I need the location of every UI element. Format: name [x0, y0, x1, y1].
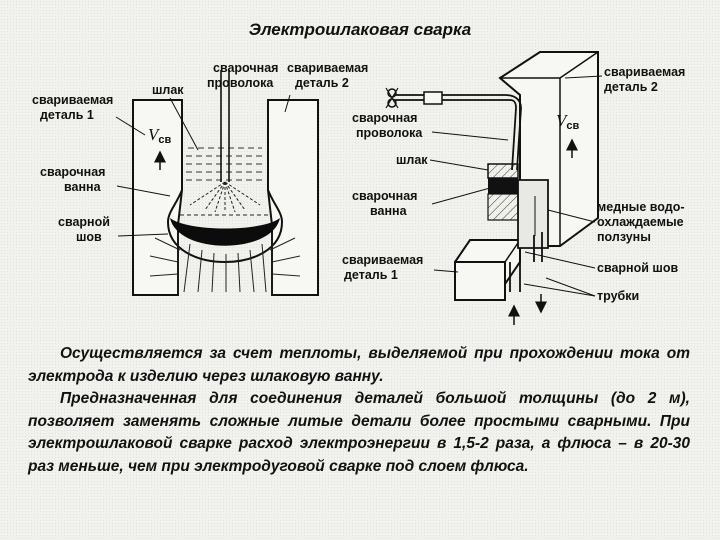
- right-velocity-label: Vсв: [556, 111, 580, 132]
- left-part2-block: [267, 99, 319, 296]
- description-paragraph-2: Предназначенная для соединения деталей б…: [28, 390, 690, 475]
- description-text: Осуществляется за счет теплоты, выделяем…: [28, 343, 690, 479]
- left-seam-lines: [149, 232, 301, 295]
- left-slag-layer: [186, 147, 264, 181]
- description-paragraph-1: Осуществляется за счет теплоты, выделяем…: [28, 345, 690, 385]
- left-label-slag: шлак: [152, 83, 184, 97]
- left-weld-crescent: [170, 218, 280, 246]
- left-pool-sparks: [180, 181, 270, 216]
- right-pool-window: [488, 178, 518, 194]
- right-copper-slider: [517, 179, 549, 249]
- right-wire-holder: [423, 91, 443, 105]
- right-label-slag: шлак: [396, 153, 428, 167]
- right-label-tubes: трубки: [597, 289, 639, 303]
- right-feed-rollers-icon: [385, 87, 399, 109]
- right-tubes: [509, 232, 543, 292]
- right-part1-front: [454, 261, 506, 301]
- page-title: Электрошлаковая сварка: [248, 20, 472, 39]
- right-wire-feed: [395, 99, 517, 171]
- left-velocity-label: Vсв: [148, 125, 172, 146]
- right-slag-window: [487, 163, 519, 179]
- right-label-seam: сварной шов: [597, 261, 678, 275]
- left-pool-outline: [166, 189, 284, 264]
